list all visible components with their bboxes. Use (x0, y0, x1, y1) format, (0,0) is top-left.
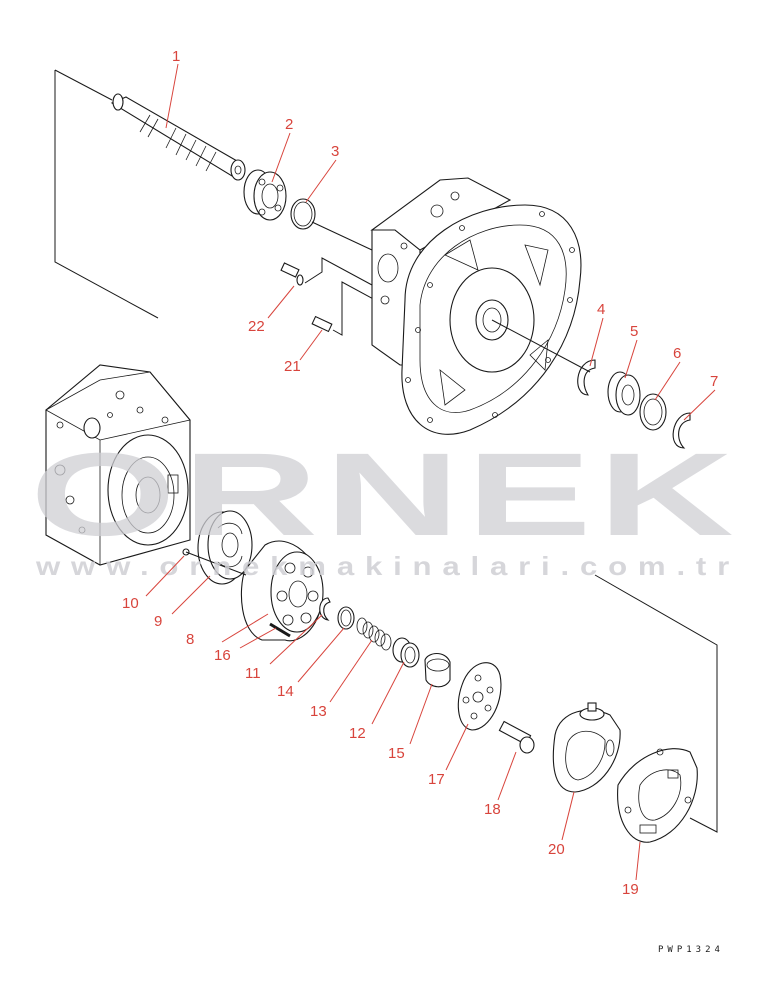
callout-17: 17 (428, 771, 445, 788)
callout-21: 21 (284, 358, 301, 375)
leader-19 (635, 841, 641, 881)
callout-12: 12 (349, 725, 366, 742)
callout-1: 1 (172, 48, 180, 65)
spacer-part (639, 393, 667, 431)
lower-axis-line (185, 551, 247, 576)
spring-part (356, 617, 392, 651)
cylinder-block-part (240, 540, 324, 642)
leader-16 (239, 627, 277, 649)
leader-22 (267, 285, 295, 319)
bearing-outer-part (607, 371, 641, 416)
leader-11 (269, 614, 323, 665)
group-bracket-top (54, 70, 159, 319)
pin-leader-bracket (332, 281, 391, 336)
leader-20 (561, 791, 575, 841)
callout-16: 16 (214, 647, 231, 664)
leader-2 (271, 132, 291, 183)
leader-1 (165, 63, 179, 129)
callout-9: 9 (154, 613, 162, 630)
shaft-part (110, 93, 246, 181)
watermark-brand: ORNEK (30, 429, 740, 561)
callout-18: 18 (484, 801, 501, 818)
group-bracket-lower (594, 574, 718, 833)
leader-12 (371, 661, 405, 725)
callout-20: 20 (548, 841, 565, 858)
callout-6: 6 (673, 345, 681, 362)
callout-22: 22 (248, 318, 265, 335)
o-ring-part (290, 198, 316, 230)
callout-7: 7 (710, 373, 718, 390)
bush-part (392, 637, 420, 668)
leader-21 (299, 329, 323, 361)
leader-3 (305, 159, 337, 203)
callout-8: 8 (186, 631, 194, 648)
pin-part (311, 315, 333, 333)
leader-9 (171, 575, 211, 615)
leader-15 (409, 683, 433, 745)
callout-15: 15 (388, 745, 405, 762)
snap-ring-lower-part (319, 597, 331, 621)
retainer-plate-part (457, 662, 502, 731)
watermark-url: www.ornekmakinalari.com.tr (35, 551, 740, 581)
callout-4: 4 (597, 301, 605, 318)
group-bracket-top-arm (54, 69, 113, 101)
leader-8 (221, 613, 269, 643)
drawing-code: PWP1324 (658, 945, 724, 955)
cradle-part (617, 748, 698, 843)
leader-6 (654, 361, 681, 401)
callout-2: 2 (285, 116, 293, 133)
callout-10: 10 (122, 595, 139, 612)
leader-10 (145, 555, 185, 597)
leader-14 (297, 627, 345, 683)
callout-14: 14 (277, 683, 294, 700)
center-pin-part (269, 622, 291, 638)
callout-5: 5 (630, 323, 638, 340)
pump-housing-part (370, 177, 582, 435)
rear-housing-part (45, 364, 191, 566)
valve-plate-part (197, 510, 253, 585)
leader-5 (624, 339, 638, 379)
piston-part (498, 720, 535, 754)
retaining-ring-part (672, 412, 691, 449)
callout-19: 19 (622, 881, 639, 898)
bearing-part (243, 169, 287, 221)
leader-4 (589, 317, 604, 367)
leader-7 (683, 389, 716, 421)
flange-axis-line (491, 319, 591, 373)
callout-13: 13 (310, 703, 327, 720)
leader-18 (497, 751, 517, 801)
callout-11: 11 (245, 665, 261, 682)
plug-leader-bracket (304, 257, 373, 286)
leader-17 (445, 723, 469, 771)
plug-part (280, 262, 304, 286)
swash-plate-part (552, 702, 621, 793)
callout-3: 3 (331, 143, 339, 160)
spherical-bush-part (424, 652, 451, 688)
snap-ring-part (577, 359, 596, 396)
leader-13 (329, 639, 373, 703)
shaft-axis-line (311, 221, 373, 251)
